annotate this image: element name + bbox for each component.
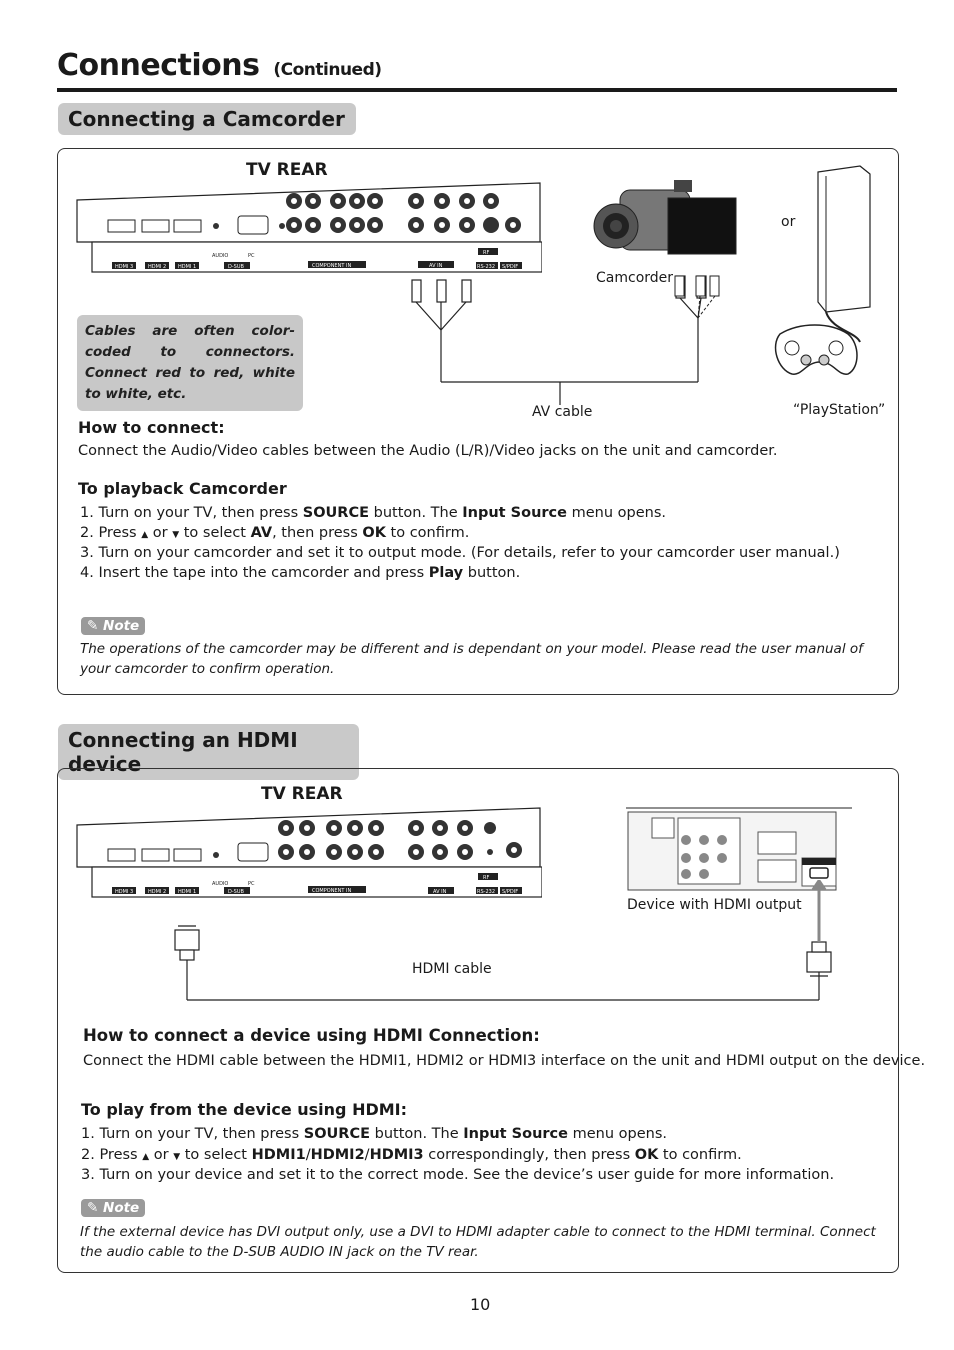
tv-rear-label: TV REAR bbox=[246, 160, 328, 180]
tv-rear-diagram: HDMI 3 HDMI 2 HDMI 1 D-SUB COMPONENT IN … bbox=[76, 182, 542, 273]
camcorder-icon bbox=[593, 180, 737, 255]
port-label-audio-b: AUDIO bbox=[212, 881, 228, 887]
hdmi-cable-label: HDMI cable bbox=[412, 961, 492, 977]
camcorder-label: Camcorder bbox=[596, 270, 674, 286]
down-arrow-icon-hdmi: ▼ bbox=[173, 1152, 181, 1162]
hdmi-note-text: If the external device has DVI output on… bbox=[80, 1224, 876, 1260]
tv-rear-label-hdmi: TV REAR bbox=[261, 784, 343, 804]
hdmi-play-heading: To play from the device using HDMI: bbox=[81, 1100, 408, 1119]
port-label-component-in-b: COMPONENT IN bbox=[312, 888, 351, 894]
port-label-rs232-b: RS-232 bbox=[477, 889, 495, 895]
hdmi-step-1: 1. Turn on your TV, then press SOURCE bu… bbox=[81, 1126, 667, 1142]
hdmi-cable-drawing bbox=[174, 880, 832, 1001]
port-label-dsub-b: D-SUB bbox=[228, 889, 244, 895]
up-arrow-icon-hdmi: ▲ bbox=[142, 1152, 150, 1162]
port-label-pc-b: PC bbox=[248, 881, 255, 887]
port-label-hdmi3-b: HDMI 3 bbox=[115, 889, 133, 895]
hdmi-step-2: 2. Press ▲ or ▼ to select HDMI1/HDMI2/HD… bbox=[81, 1147, 742, 1163]
port-label-component-in: COMPONENT IN bbox=[312, 263, 351, 269]
port-label-av-in: AV IN bbox=[429, 263, 443, 269]
port-label-dsub: D-SUB bbox=[228, 264, 244, 270]
port-label-spdif: S/PDIF bbox=[502, 264, 518, 270]
section-heading-hdmi: Connecting an HDMI device bbox=[58, 724, 359, 780]
port-label-audio: AUDIO bbox=[212, 253, 228, 259]
playback-step-3: 3. Turn on your camcorder and set it to … bbox=[80, 545, 840, 561]
down-arrow-icon: ▼ bbox=[172, 530, 180, 540]
how-to-connect-heading: How to connect: bbox=[78, 418, 225, 437]
port-label-hdmi2: HDMI 2 bbox=[148, 264, 166, 270]
playback-step-1: 1. Turn on your TV, then press SOURCE bu… bbox=[80, 505, 666, 521]
hdmi-step-3: 3. Turn on your device and set it to the… bbox=[81, 1167, 835, 1183]
hdmi-panel bbox=[57, 768, 899, 1273]
page-title-text: Connections bbox=[57, 48, 260, 83]
port-label-hdmi1-b: HDMI 1 bbox=[178, 889, 196, 895]
playstation-icon bbox=[774, 165, 871, 375]
camcorder-panel bbox=[57, 148, 899, 695]
port-label-rf: RF bbox=[483, 250, 489, 256]
port-label-pc: PC bbox=[248, 253, 255, 259]
up-arrow-icon: ▲ bbox=[141, 530, 149, 540]
page-number: 10 bbox=[470, 1295, 491, 1314]
note-badge-hdmi: ✎ Note bbox=[81, 1199, 146, 1217]
or-label: or bbox=[781, 214, 796, 230]
camcorder-note-text: The operations of the camcorder may be d… bbox=[80, 641, 863, 677]
section-heading-camcorder: Connecting a Camcorder bbox=[58, 103, 356, 135]
port-label-rs232: RS-232 bbox=[477, 264, 495, 270]
port-label-rf-b: RF bbox=[483, 875, 489, 881]
playstation-label: “PlayStation” bbox=[793, 402, 886, 418]
pencil-icon: ✎ bbox=[87, 618, 104, 634]
av-cable-label: AV cable bbox=[532, 404, 593, 420]
note-badge: ✎ Note bbox=[81, 617, 146, 635]
port-label-hdmi3: HDMI 3 bbox=[115, 264, 133, 270]
port-label-av-in-b: AV IN bbox=[433, 889, 447, 895]
hdmi-device-drawing bbox=[626, 807, 852, 891]
playback-step-2: 2. Press ▲ or ▼ to select AV, then press… bbox=[80, 525, 470, 541]
playback-heading: To playback Camcorder bbox=[78, 479, 287, 498]
hdmi-how-text: Connect the HDMI cable between the HDMI1… bbox=[83, 1053, 926, 1069]
camcorder-cable-plugs bbox=[674, 275, 720, 319]
color-code-tip: Cables are often color-coded to connecto… bbox=[77, 315, 303, 411]
port-label-hdmi2-b: HDMI 2 bbox=[148, 889, 166, 895]
tv-rear-diagram-hdmi: HDMI 3 HDMI 2 HDMI 1 D-SUB COMPONENT IN … bbox=[76, 807, 542, 898]
port-label-hdmi1: HDMI 1 bbox=[178, 264, 196, 270]
playback-step-4: 4. Insert the tape into the camcorder an… bbox=[80, 565, 521, 581]
hdmi-how-heading: How to connect a device using HDMI Conne… bbox=[83, 1026, 540, 1045]
page-title: Connections (Continued) bbox=[57, 48, 382, 83]
page-title-continued: (Continued) bbox=[273, 60, 382, 80]
hdmi-device-label: Device with HDMI output bbox=[627, 897, 802, 913]
how-to-connect-text: Connect the Audio/Video cables between t… bbox=[78, 443, 778, 459]
port-label-spdif-b: S/PDIF bbox=[502, 889, 518, 895]
pencil-icon-hdmi: ✎ bbox=[87, 1200, 104, 1216]
title-rule bbox=[57, 88, 897, 92]
